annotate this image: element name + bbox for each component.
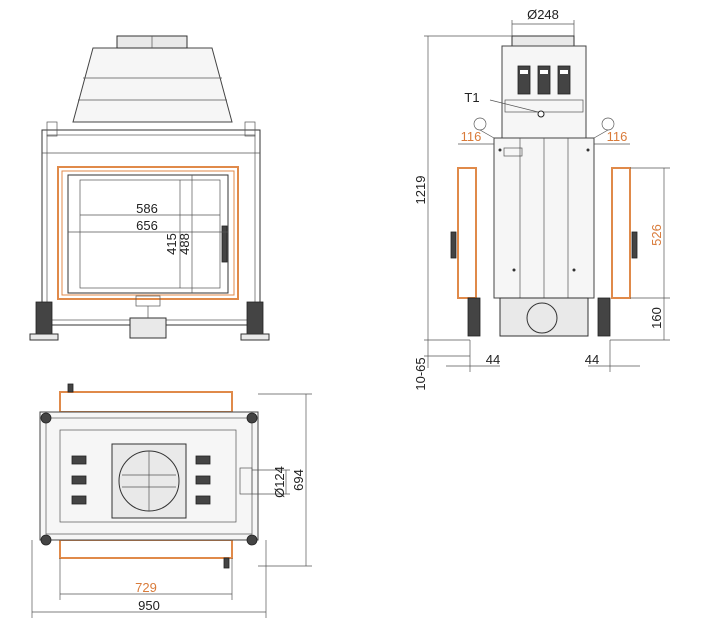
front-dim-656: 656 [136, 218, 158, 233]
side-dim-leg-adjust: 10-65 [413, 357, 428, 390]
side-dim-116-left: 116 [461, 129, 482, 144]
front-dim-415: 415 [164, 233, 179, 255]
top-dim-outlet: Ø124 [272, 466, 287, 498]
side-leg-left [467, 297, 481, 337]
side-dim-1219: 1219 [413, 176, 428, 205]
front-handle [221, 225, 228, 263]
side-dim-116-right: 116 [607, 129, 628, 144]
top-corner-lug-br [246, 534, 258, 546]
front-leg-right [246, 301, 264, 339]
side-panel-left [457, 167, 477, 299]
side-flue-collar [511, 35, 575, 47]
side-dim-160: 160 [649, 307, 664, 329]
front-glass [67, 174, 229, 294]
side-view: Ø248 T1 [413, 7, 670, 391]
side-label-t1: T1 [464, 90, 479, 105]
side-probe-t1 [537, 110, 545, 118]
front-base-plate [129, 317, 167, 339]
top-frame-strip-bottom [59, 539, 233, 559]
side-dim-526: 526 [649, 224, 664, 246]
side-dim-44-right: 44 [585, 352, 599, 367]
side-dim-44-left: 44 [486, 352, 500, 367]
side-base [499, 297, 589, 337]
side-dim-flue: Ø248 [527, 7, 559, 22]
front-view: 586 656 415 488 [29, 35, 270, 341]
front-door-frame [57, 166, 239, 300]
top-frame-strip-top [59, 391, 233, 413]
front-dim-586: 586 [136, 201, 158, 216]
top-corner-lug-tl [40, 412, 52, 424]
top-corner-lug-bl [40, 534, 52, 546]
top-dim-950: 950 [138, 598, 160, 613]
top-corner-lug-tr [246, 412, 258, 424]
top-dim-729: 729 [135, 580, 157, 595]
side-ash-pan [526, 302, 558, 334]
front-leg-left [35, 301, 53, 339]
side-panel-right [611, 167, 631, 299]
top-dim-694: 694 [291, 469, 306, 491]
top-view: Ø124 694 729 950 [31, 383, 312, 618]
front-hood [72, 47, 233, 123]
side-leg-right [597, 297, 611, 337]
front-dim-488: 488 [177, 233, 192, 255]
